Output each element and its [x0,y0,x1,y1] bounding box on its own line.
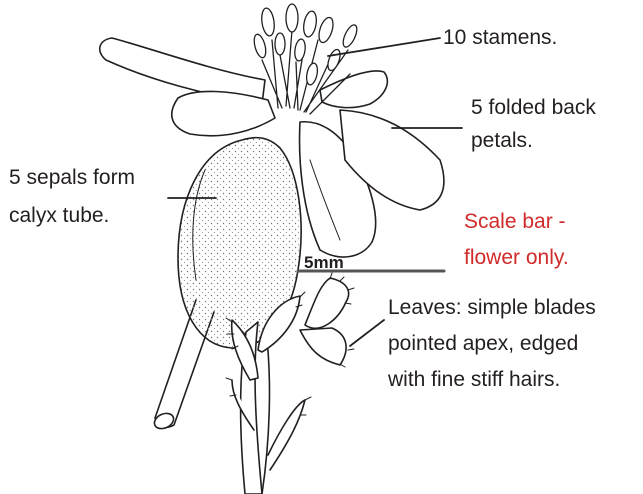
petal-left [172,91,275,135]
petals-label-line2: petals. [471,127,533,154]
sepals-label-line2: calyx tube. [9,202,109,229]
leaves-label-line3: with fine stiff hairs. [388,366,560,393]
petal-back [320,71,387,108]
sepals-label-line1: 5 sepals form [9,164,135,191]
scale-note-line2: flower only. [464,244,569,271]
petals-label-line1: 5 folded back [471,94,596,121]
scale-value-label: 5mm [304,249,344,276]
leaves-label-line2: pointed apex, edged [388,330,578,357]
scale-note-line1: Scale bar - [464,208,566,235]
stamens-label: 10 stamens. [443,24,557,51]
leaves-label-line1: Leaves: simple blades [388,294,596,321]
leaves-leader [350,320,384,346]
